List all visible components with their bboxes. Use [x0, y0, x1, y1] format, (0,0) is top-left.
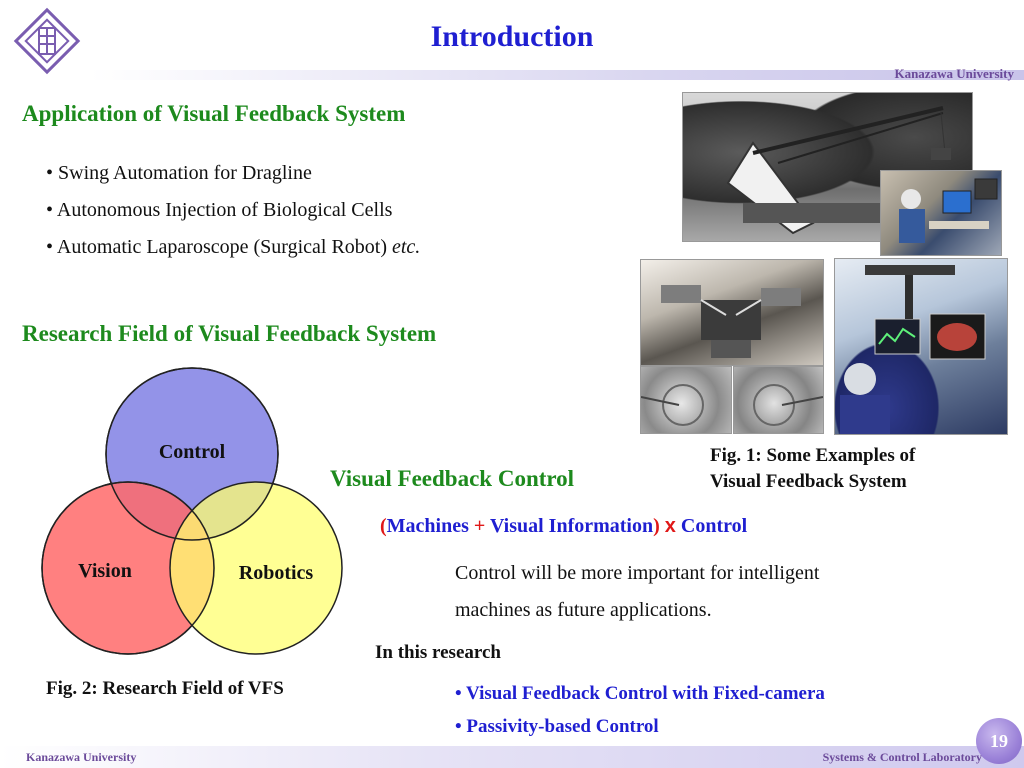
vfc-formula: (Machines + Visual Information) x Contro… — [380, 515, 747, 538]
slide-title: Introduction — [430, 20, 594, 53]
header-university: Kanazawa University — [894, 66, 1014, 81]
venn-circle-robotics — [169, 481, 343, 655]
bullet-item: • Autonomous Injection of Biological Cel… — [46, 199, 393, 221]
vfc-heading: Visual Feedback Control — [330, 466, 575, 491]
surgical-robot-photo — [834, 258, 1008, 435]
etc-text: etc. — [392, 236, 421, 258]
application-heading: Application of Visual Feedback System — [22, 101, 406, 126]
venn-diagram: Control Vision Robotics — [30, 360, 360, 680]
formula-times: x — [664, 515, 676, 537]
in-this-research-label: In this research — [375, 642, 501, 663]
venn-label-control: Control — [159, 441, 226, 463]
university-crest-icon — [12, 6, 82, 76]
formula-plus: + — [473, 515, 486, 537]
research-item: • Passivity-based Control — [455, 716, 659, 737]
fig2-caption: Fig. 2: Research Field of VFS — [46, 678, 284, 699]
control-note-line: machines as future applications. — [455, 599, 712, 621]
fig1-caption: Fig. 1: Some Examples of Visual Feedback… — [710, 443, 915, 495]
page-number-badge: 19 — [976, 718, 1022, 764]
research-item-list: • Visual Feedback Control with Fixed-cam… — [455, 677, 825, 743]
cell-injection-photo-b — [733, 366, 824, 434]
bullet-item: • Swing Automation for Dragline — [46, 162, 312, 184]
header-rule — [90, 70, 1024, 80]
footer-university: Kanazawa University — [26, 750, 137, 764]
formula-machines: Machines — [386, 515, 469, 537]
footer-bar — [0, 746, 1024, 768]
cell-injection-photo-a — [640, 366, 732, 434]
footer-lab: Systems & Control Laboratory — [822, 750, 982, 764]
bullet-item: • Automatic Laparoscope (Surgical Robot)… — [46, 236, 421, 258]
venn-label-vision: Vision — [78, 560, 132, 582]
control-note: Control will be more important for intel… — [455, 555, 819, 629]
formula-close-paren: ) — [653, 515, 660, 537]
fig1-caption-line: Fig. 1: Some Examples of — [710, 445, 916, 466]
control-note-line: Control will be more important for intel… — [455, 562, 820, 584]
formula-control: Control — [680, 515, 748, 537]
fig1-caption-line: Visual Feedback System — [710, 471, 907, 492]
formula-open-paren: ( — [380, 515, 387, 537]
formula-visual-information: Visual Information — [489, 515, 654, 537]
micromanipulator-photo — [640, 259, 824, 366]
venn-label-robotics: Robotics — [239, 562, 314, 584]
research-item: • Visual Feedback Control with Fixed-cam… — [455, 683, 825, 704]
operator-photo — [880, 170, 1002, 256]
application-bullet-list: • Swing Automation for Dragline • Autono… — [46, 155, 420, 266]
research-heading: Research Field of Visual Feedback System — [22, 321, 437, 346]
